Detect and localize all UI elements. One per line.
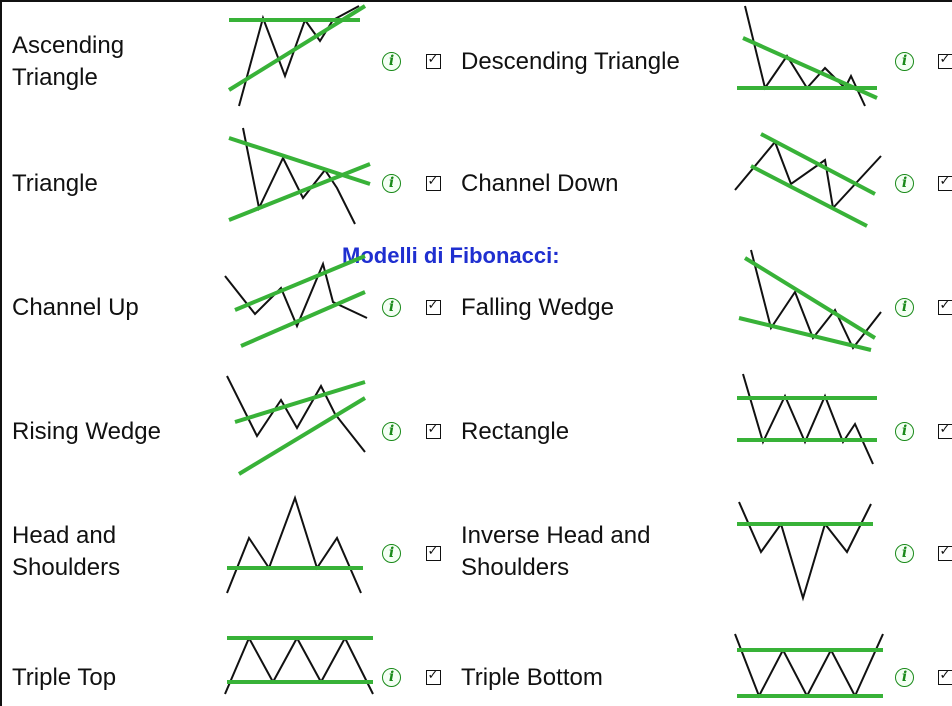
rising-wedge-checkbox[interactable]: ✓ <box>426 422 441 439</box>
rectangle-pattern-icon <box>735 373 880 474</box>
inverse-head-and-shoulders-pattern-icon <box>735 500 880 602</box>
channel-up-info-icon[interactable]: i <box>382 298 401 317</box>
label-line: Ascending <box>12 32 125 59</box>
label-line: Shoulders <box>12 554 121 581</box>
label-line: Shoulders <box>461 554 570 581</box>
check-mark-icon: ✓ <box>939 174 951 189</box>
triple-bottom-info-icon[interactable]: i <box>895 668 914 687</box>
label-line: Channel Down <box>461 170 619 197</box>
channel-down-info-icon[interactable]: i <box>895 174 914 193</box>
triangle-pattern-icon <box>225 127 371 228</box>
triple-bottom-checkbox[interactable]: ✓ <box>938 668 952 685</box>
label-line: Triple Bottom <box>461 664 603 691</box>
label-rising-wedge: Rising Wedge <box>12 416 161 448</box>
check-mark-icon: ✓ <box>939 544 951 559</box>
label-line: Falling Wedge <box>461 294 614 321</box>
label-line: Rectangle <box>461 418 570 445</box>
triangle-checkbox[interactable]: ✓ <box>426 174 441 191</box>
rising-wedge-pattern-icon <box>225 375 370 476</box>
label-triple-bottom: Triple Bottom <box>461 662 603 694</box>
check-mark-icon: ✓ <box>939 668 951 683</box>
channel-down-checkbox[interactable]: ✓ <box>938 174 952 191</box>
check-mark-icon: ✓ <box>939 52 951 67</box>
inverse-head-and-shoulders-checkbox[interactable]: ✓ <box>938 544 952 561</box>
channel-down-pattern-icon <box>734 128 882 228</box>
head-and-shoulders-checkbox[interactable]: ✓ <box>426 544 441 561</box>
label-ascending-triangle: Ascending Triangle <box>12 30 124 94</box>
rising-wedge-info-icon[interactable]: i <box>382 422 401 441</box>
label-line: Rising Wedge <box>12 418 161 445</box>
head-and-shoulders-info-icon[interactable]: i <box>382 544 401 563</box>
label-channel-down: Channel Down <box>461 168 618 200</box>
label-line: Inverse Head and <box>461 522 651 549</box>
head-and-shoulders-pattern-icon <box>225 494 370 598</box>
channel-up-checkbox[interactable]: ✓ <box>426 298 441 315</box>
inverse-head-and-shoulders-info-icon[interactable]: i <box>895 544 914 563</box>
descending-triangle-info-icon[interactable]: i <box>895 52 914 71</box>
check-mark-icon: ✓ <box>427 668 439 683</box>
ascending-triangle-pattern-icon <box>225 4 370 107</box>
falling-wedge-info-icon[interactable]: i <box>895 298 914 317</box>
triple-top-info-icon[interactable]: i <box>382 668 401 687</box>
label-descending-triangle: Descending Triangle <box>461 46 680 78</box>
label-triangle: Triangle <box>12 168 98 200</box>
check-mark-icon: ✓ <box>427 422 439 437</box>
label-channel-up: Channel Up <box>12 292 139 324</box>
channel-up-pattern-icon <box>224 254 370 354</box>
rectangle-checkbox[interactable]: ✓ <box>938 422 952 439</box>
check-mark-icon: ✓ <box>427 544 439 559</box>
label-line: Triangle <box>12 64 98 91</box>
check-mark-icon: ✓ <box>427 52 439 67</box>
ascending-triangle-info-icon[interactable]: i <box>382 52 401 71</box>
check-mark-icon: ✓ <box>939 422 951 437</box>
rectangle-info-icon[interactable]: i <box>895 422 914 441</box>
label-inverse-head-and-shoulders: Inverse Head and Shoulders <box>461 520 650 584</box>
section-heading: Modelli di Fibonacci: <box>342 243 560 268</box>
falling-wedge-pattern-icon <box>735 249 882 352</box>
label-line: Triple Top <box>12 664 117 691</box>
label-line: Head and <box>12 522 117 549</box>
label-line: Descending Triangle <box>461 48 680 75</box>
falling-wedge-checkbox[interactable]: ✓ <box>938 298 952 315</box>
label-falling-wedge: Falling Wedge <box>461 292 614 324</box>
descending-triangle-pattern-icon <box>735 5 880 107</box>
label-triple-top: Triple Top <box>12 662 116 694</box>
triple-top-pattern-icon <box>224 632 375 706</box>
label-head-and-shoulders: Head and Shoulders <box>12 520 120 584</box>
check-mark-icon: ✓ <box>427 298 439 313</box>
triple-top-checkbox[interactable]: ✓ <box>426 668 441 685</box>
check-mark-icon: ✓ <box>939 298 951 313</box>
triple-bottom-pattern-icon <box>734 632 885 706</box>
label-rectangle: Rectangle <box>461 416 569 448</box>
ascending-triangle-checkbox[interactable]: ✓ <box>426 52 441 69</box>
label-line: Channel Up <box>12 294 139 321</box>
label-line: Triangle <box>12 170 98 197</box>
descending-triangle-checkbox[interactable]: ✓ <box>938 52 952 69</box>
check-mark-icon: ✓ <box>427 174 439 189</box>
triangle-info-icon[interactable]: i <box>382 174 401 193</box>
